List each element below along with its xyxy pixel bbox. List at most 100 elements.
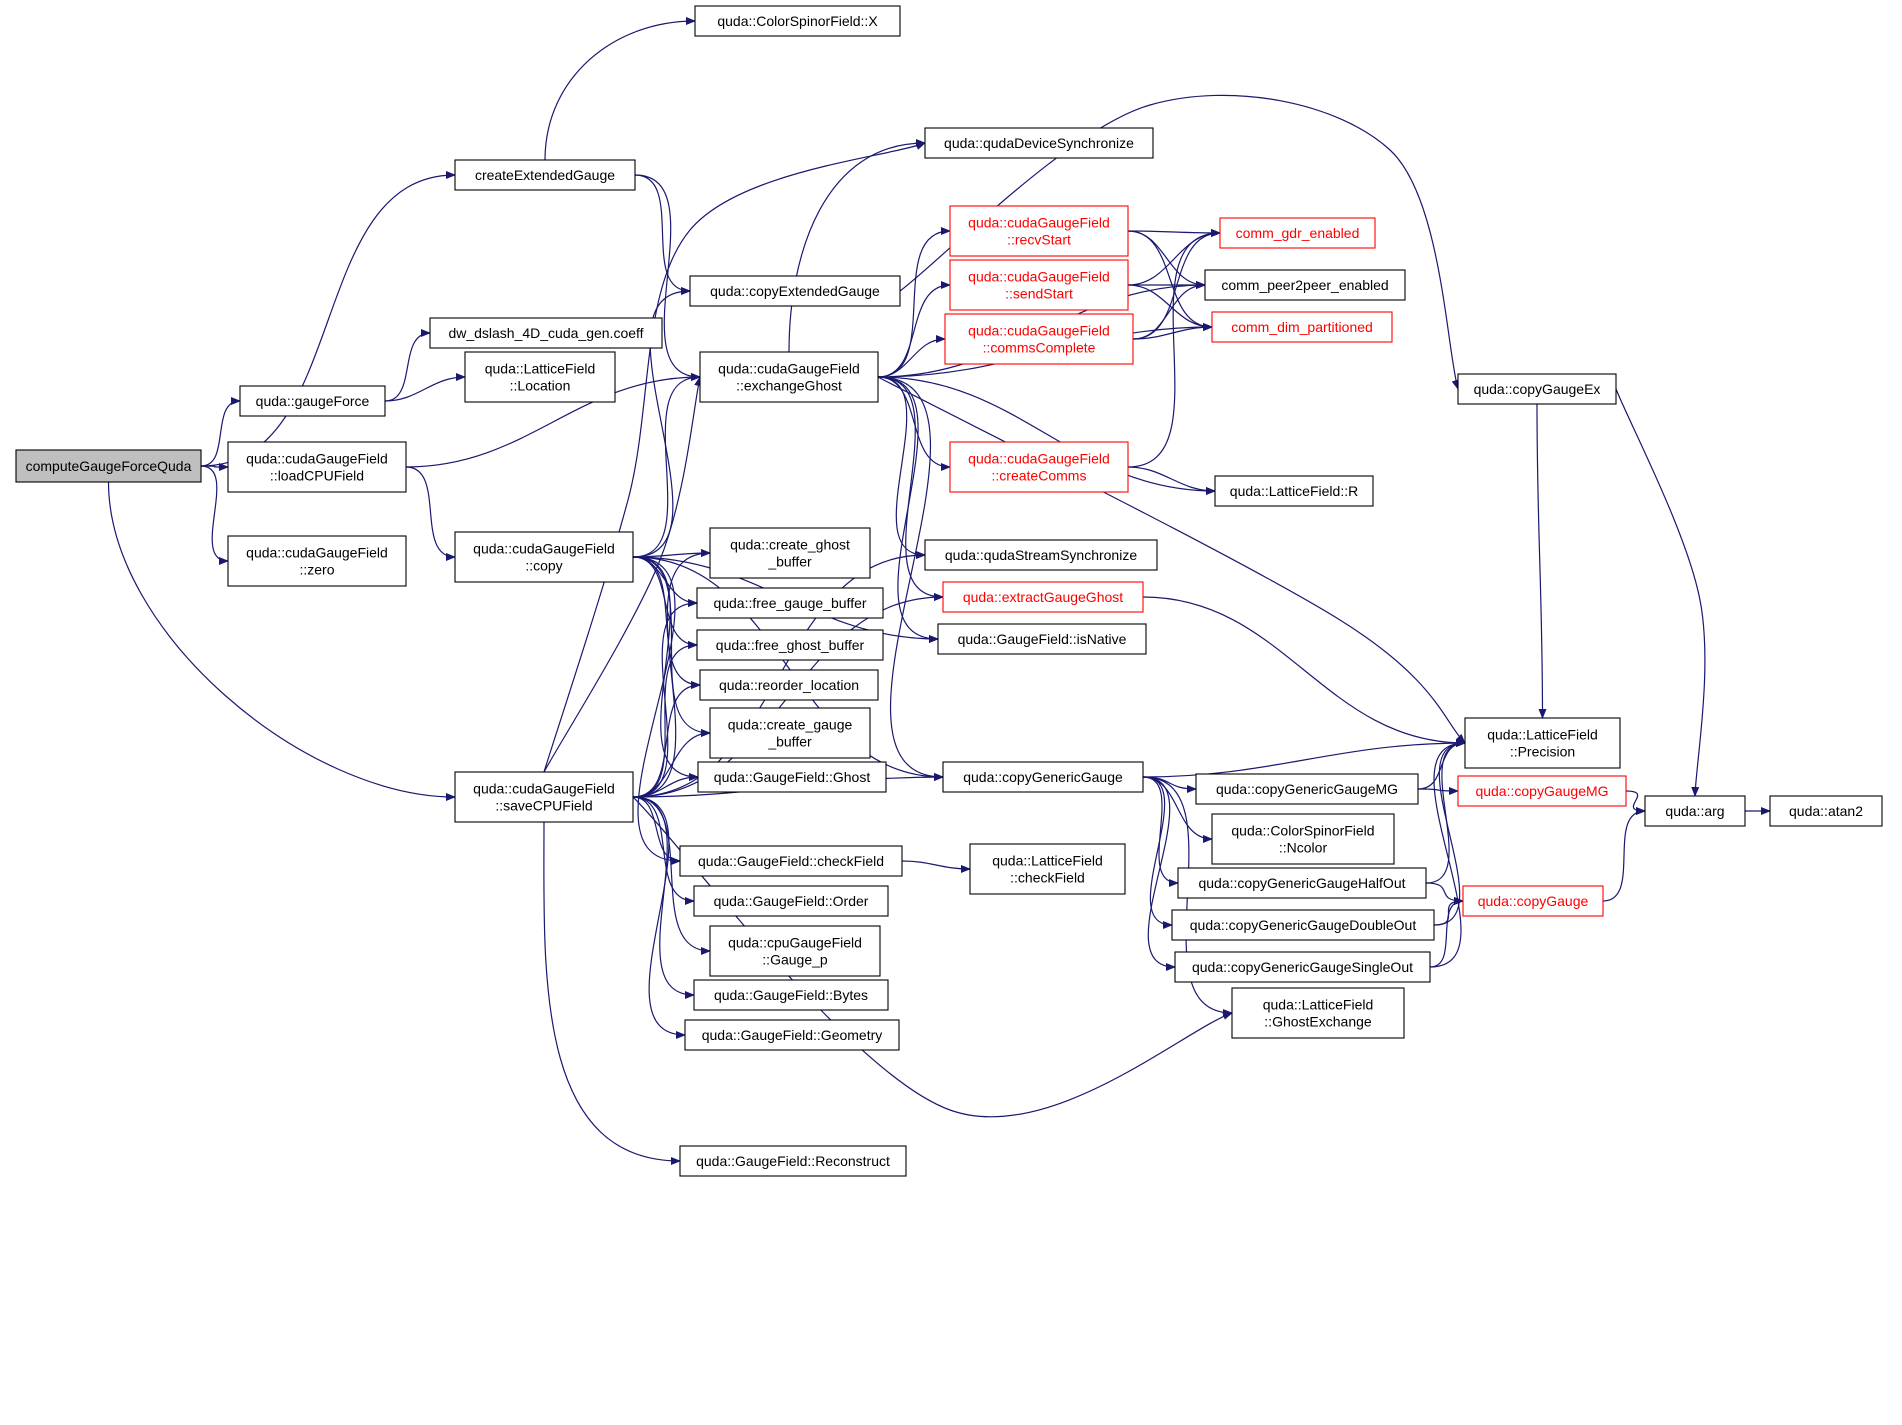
graph-node-dw_coeff[interactable]: dw_dslash_4D_cuda_gen.coeff bbox=[429, 317, 663, 349]
node-label: _buffer bbox=[767, 734, 812, 750]
edge-copy-to-exchangeGhost bbox=[632, 373, 701, 558]
graph-node-reorder_location[interactable]: quda::reorder_location bbox=[699, 669, 879, 701]
node-box bbox=[694, 5, 901, 37]
node-label: quda::GaugeField::Order bbox=[714, 893, 869, 909]
edge-halfOut-to-precision bbox=[1425, 739, 1466, 884]
edge-exchangeGhost-to-createComms bbox=[877, 376, 951, 471]
graph-node-copyGenericGauge[interactable]: quda::copyGenericGauge bbox=[942, 761, 1144, 793]
node-label: quda::cudaGaugeField bbox=[968, 269, 1110, 285]
node-label: quda::cudaGaugeField bbox=[968, 451, 1110, 467]
graph-node-atan2[interactable]: quda::atan2 bbox=[1769, 795, 1883, 827]
graph-node-create_ghost_buffer[interactable]: quda::create_ghost_buffer bbox=[709, 527, 871, 579]
node-box bbox=[1457, 775, 1627, 807]
node-label: quda::GaugeField::Geometry bbox=[702, 1027, 883, 1043]
graph-node-copyExtendedGauge[interactable]: quda::copyExtendedGauge bbox=[689, 275, 901, 307]
graph-node-geometry[interactable]: quda::GaugeField::Geometry bbox=[684, 1019, 900, 1051]
graph-node-ghost[interactable]: quda::GaugeField::Ghost bbox=[697, 761, 887, 793]
graph-node-createComms[interactable]: quda::cudaGaugeField::createComms bbox=[949, 441, 1129, 493]
node-box bbox=[227, 441, 407, 493]
edge-exchangeGhost-to-commsComplete bbox=[877, 335, 946, 378]
edge-saveCPUField-to-order bbox=[632, 796, 695, 905]
node-label: quda::free_gauge_buffer bbox=[713, 595, 866, 611]
graph-node-copyGaugeEx[interactable]: quda::copyGaugeEx bbox=[1457, 373, 1617, 405]
edge-copy-to-copyExtendedGauge bbox=[632, 287, 691, 558]
graph-node-gauge_p[interactable]: quda::cpuGaugeField::Gauge_p bbox=[709, 925, 881, 977]
graph-node-lf_checkField[interactable]: quda::LatticeField::checkField bbox=[969, 843, 1126, 895]
edge-commsComplete-to-comm_dim_partitioned bbox=[1132, 323, 1213, 340]
graph-node-sendStart[interactable]: quda::cudaGaugeField::sendStart bbox=[949, 259, 1129, 311]
graph-node-commsComplete[interactable]: quda::cudaGaugeField::commsComplete bbox=[944, 313, 1134, 365]
edge-copy-to-gf_checkField bbox=[632, 556, 681, 865]
graph-node-ghostExchange[interactable]: quda::LatticeField::GhostExchange bbox=[1231, 987, 1405, 1039]
graph-node-gaugeForce[interactable]: quda::gaugeForce bbox=[239, 385, 386, 417]
node-box bbox=[454, 159, 636, 191]
node-box bbox=[454, 531, 634, 583]
graph-node-qudaStreamSynchronize[interactable]: quda::qudaStreamSynchronize bbox=[924, 539, 1158, 571]
graph-node-create_gauge_buffer[interactable]: quda::create_gauge_buffer bbox=[709, 707, 871, 759]
node-box bbox=[693, 885, 889, 917]
graph-node-reconstruct[interactable]: quda::GaugeField::Reconstruct bbox=[679, 1145, 907, 1177]
node-box bbox=[709, 527, 871, 579]
node-box bbox=[1644, 795, 1746, 827]
graph-node-location[interactable]: quda::LatticeField::Location bbox=[464, 351, 616, 403]
graph-node-loadCPUField[interactable]: quda::cudaGaugeField::loadCPUField bbox=[227, 441, 407, 493]
node-box bbox=[227, 535, 407, 587]
node-box bbox=[1214, 475, 1374, 507]
node-box bbox=[429, 317, 663, 349]
edge-gaugeForce-to-dw_coeff bbox=[384, 329, 431, 402]
graph-node-order[interactable]: quda::GaugeField::Order bbox=[693, 885, 889, 917]
graph-node-copy[interactable]: quda::cudaGaugeField::copy bbox=[454, 531, 634, 583]
graph-node-recvStart[interactable]: quda::cudaGaugeField::recvStart bbox=[949, 205, 1129, 257]
graph-node-bytes[interactable]: quda::GaugeField::Bytes bbox=[693, 979, 889, 1011]
graph-node-doubleOut[interactable]: quda::copyGenericGaugeDoubleOut bbox=[1171, 909, 1435, 941]
graph-node-comm_peer2peer_enabled[interactable]: comm_peer2peer_enabled bbox=[1204, 269, 1406, 301]
edge-copyGenericGauge-to-precision bbox=[1142, 739, 1466, 778]
edge-saveCPUField-to-create_ghost_buffer bbox=[632, 549, 711, 798]
graph-node-saveCPUField[interactable]: quda::cudaGaugeField::saveCPUField bbox=[454, 771, 634, 823]
graph-node-copyGenericGaugeMG[interactable]: quda::copyGenericGaugeMG bbox=[1195, 773, 1419, 805]
node-label: quda::create_gauge bbox=[728, 717, 853, 733]
graph-node-createExtendedGauge[interactable]: createExtendedGauge bbox=[454, 159, 636, 191]
graph-node-precision[interactable]: quda::LatticeField::Precision bbox=[1464, 717, 1621, 769]
graph-node-copyGaugeMG[interactable]: quda::copyGaugeMG bbox=[1457, 775, 1627, 807]
edge-copyExtendedGauge-to-copyGaugeEx bbox=[899, 94, 1460, 390]
node-box bbox=[709, 925, 881, 977]
edge-createExtendedGauge-to-copyExtendedGauge bbox=[634, 174, 691, 295]
node-label: quda::copyGaugeMG bbox=[1475, 783, 1608, 799]
node-box bbox=[937, 623, 1147, 655]
graph-node-copyGauge[interactable]: quda::copyGauge bbox=[1462, 885, 1604, 917]
node-label: quda::ColorSpinorField::X bbox=[717, 13, 878, 29]
graph-node-zero[interactable]: quda::cudaGaugeField::zero bbox=[227, 535, 407, 587]
node-label: quda::gaugeForce bbox=[256, 393, 370, 409]
graph-node-isNative[interactable]: quda::GaugeField::isNative bbox=[937, 623, 1147, 655]
graph-node-comm_dim_partitioned[interactable]: comm_dim_partitioned bbox=[1211, 311, 1393, 343]
node-label: comm_dim_partitioned bbox=[1231, 319, 1373, 335]
node-label: ::saveCPUField bbox=[495, 798, 592, 814]
graph-node-free_ghost_buffer[interactable]: quda::free_ghost_buffer bbox=[696, 629, 884, 661]
node-label: quda::cudaGaugeField bbox=[246, 545, 388, 561]
edge-exchangeGhost-to-precision bbox=[877, 376, 1466, 744]
node-label: quda::GaugeField::Ghost bbox=[714, 769, 871, 785]
node-label: quda::copyGaugeEx bbox=[1474, 381, 1601, 397]
graph-node-singleOut[interactable]: quda::copyGenericGaugeSingleOut bbox=[1174, 951, 1431, 983]
graph-node-comm_gdr_enabled[interactable]: comm_gdr_enabled bbox=[1219, 217, 1376, 249]
graph-node-lattice_r[interactable]: quda::LatticeField::R bbox=[1214, 475, 1374, 507]
graph-node-ncolor[interactable]: quda::ColorSpinorField::Ncolor bbox=[1211, 813, 1395, 865]
graph-node-halfOut[interactable]: quda::copyGenericGaugeHalfOut bbox=[1177, 867, 1427, 899]
graph-node-root[interactable]: computeGaugeForceQuda bbox=[15, 449, 202, 483]
node-label: quda::cudaGaugeField bbox=[968, 323, 1110, 339]
node-label: ::Ncolor bbox=[1279, 840, 1328, 856]
graph-node-free_gauge_buffer[interactable]: quda::free_gauge_buffer bbox=[696, 587, 884, 619]
edge-saveCPUField-to-gauge_p bbox=[632, 796, 711, 955]
edge-createComms-to-lattice_r bbox=[1127, 466, 1216, 495]
graph-node-arg[interactable]: quda::arg bbox=[1644, 795, 1746, 827]
graph-node-colorspinor_x[interactable]: quda::ColorSpinorField::X bbox=[694, 5, 901, 37]
graph-node-exchangeGhost[interactable]: quda::cudaGaugeField::exchangeGhost bbox=[699, 351, 879, 403]
graph-node-extractGaugeGhost[interactable]: quda::extractGaugeGhost bbox=[942, 581, 1144, 613]
node-label: quda::qudaStreamSynchronize bbox=[945, 547, 1137, 563]
graph-node-qudaDeviceSynchronize[interactable]: quda::qudaDeviceSynchronize bbox=[924, 127, 1154, 159]
graph-node-gf_checkField[interactable]: quda::GaugeField::checkField bbox=[679, 845, 903, 877]
node-box bbox=[1464, 717, 1621, 769]
edge-gf_checkField-to-lf_checkField bbox=[901, 860, 971, 873]
node-box bbox=[949, 205, 1129, 257]
